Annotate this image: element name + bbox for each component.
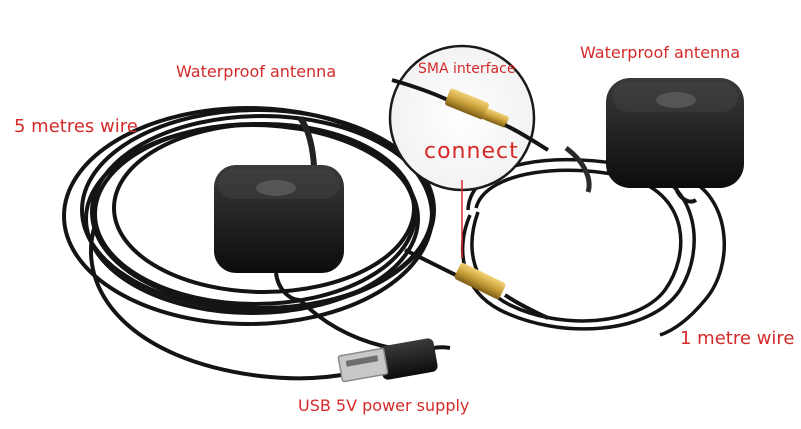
label-waterproof-antenna-right: Waterproof antenna bbox=[580, 43, 741, 62]
antenna-left-box bbox=[214, 165, 344, 302]
label-sma-interface: SMA interface bbox=[418, 61, 516, 77]
label-five-metres-wire: 5 metres wire bbox=[14, 116, 138, 137]
label-usb-power-supply: USB 5V power supply bbox=[298, 396, 470, 415]
magnifier-inset bbox=[388, 44, 550, 192]
label-connect: connect bbox=[424, 139, 519, 164]
label-waterproof-antenna-left: Waterproof antenna bbox=[176, 62, 337, 81]
usb-plug bbox=[337, 338, 451, 383]
label-one-metre-wire: 1 metre wire bbox=[680, 328, 795, 349]
antenna-right-box bbox=[606, 78, 744, 204]
sma-connector-mid bbox=[404, 248, 549, 320]
small-cable-tie bbox=[564, 145, 592, 193]
